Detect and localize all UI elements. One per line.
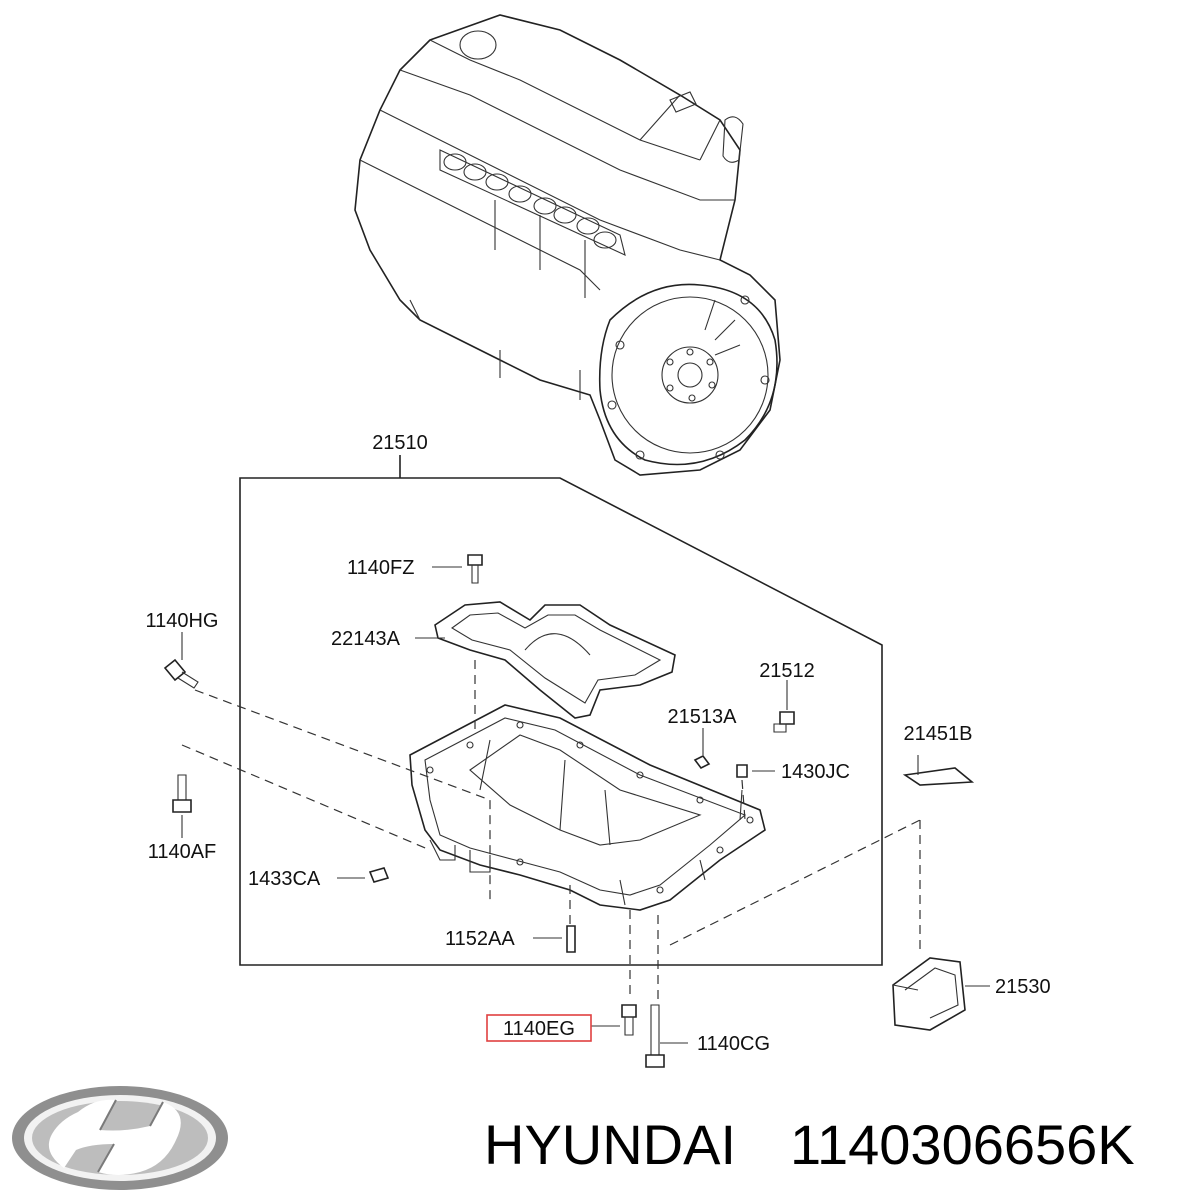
- label-21512[interactable]: 21512: [759, 660, 815, 682]
- bolt-1140EG-illustration: [621, 1004, 637, 1036]
- bolt-1140HG-illustration: [163, 658, 199, 689]
- highlight-box-1140EG: [486, 1014, 592, 1042]
- label-1430JC[interactable]: 1430JC: [781, 761, 850, 783]
- engine-block-illustration: [354, 14, 781, 476]
- footer-brand: HYUNDAI: [484, 1113, 736, 1176]
- baffle-21451B-illustration: [902, 767, 975, 786]
- washer-21513A-illustration: [693, 754, 711, 770]
- strainer-21530-illustration: [892, 957, 966, 1031]
- gasket-illustration: [434, 601, 676, 719]
- label-21510[interactable]: 21510: [372, 432, 428, 454]
- part-labels: 21510 1140FZ 1140HG 22143A 21512 21513A …: [145, 432, 1050, 1055]
- bolt-1140CG-illustration: [645, 1004, 665, 1068]
- dowel-1430JC-illustration: [736, 764, 748, 778]
- label-1140EG[interactable]: 1140EG: [503, 1018, 575, 1040]
- hyundai-logo: [12, 1086, 228, 1190]
- footer-part-number: 1140306656K: [790, 1113, 1135, 1176]
- label-1140HG[interactable]: 1140HG: [145, 610, 218, 632]
- label-21451B[interactable]: 21451B: [904, 723, 973, 745]
- stud-1152AA-illustration: [566, 925, 576, 953]
- label-21530[interactable]: 21530: [995, 976, 1051, 998]
- dowel-1433CA-illustration: [368, 867, 390, 883]
- plug-21512-illustration: [773, 711, 795, 733]
- bolt-1140FZ-illustration: [467, 554, 483, 584]
- label-21513A[interactable]: 21513A: [668, 706, 738, 728]
- leader-lines: [181, 566, 990, 1044]
- label-1140AF[interactable]: 1140AF: [148, 841, 217, 863]
- label-1140FZ[interactable]: 1140FZ: [347, 557, 414, 579]
- oil-pan-assembly-frame: [239, 455, 883, 966]
- label-1152AA[interactable]: 1152AA: [445, 928, 515, 950]
- label-1140CG[interactable]: 1140CG: [697, 1033, 770, 1055]
- label-22143A[interactable]: 22143A: [331, 628, 401, 650]
- label-1433CA[interactable]: 1433CA: [248, 868, 321, 890]
- bolt-1140AF-illustration: [172, 774, 192, 813]
- oil-pan-illustration: [409, 704, 766, 911]
